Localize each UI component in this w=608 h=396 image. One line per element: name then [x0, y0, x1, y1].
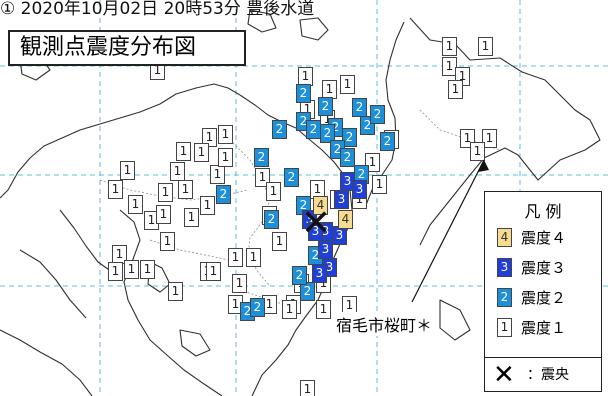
intensity-marker: 1	[156, 205, 171, 224]
intensity-marker: 1	[316, 300, 331, 319]
intensity-marker: 1	[206, 262, 221, 281]
intensity-marker: 1	[158, 183, 173, 202]
intensity-marker: 1	[448, 80, 463, 99]
intensity-marker: 1	[194, 143, 209, 162]
intensity-marker: 1	[282, 300, 297, 319]
intensity-marker: 4	[338, 210, 353, 229]
legend-label: 震度１	[521, 319, 567, 337]
intensity-marker: 3	[318, 240, 333, 259]
intensity-marker: 1	[168, 282, 183, 301]
station-label: 宿毛市桜町＊	[334, 312, 435, 336]
legend-epicenter-icon: ✕	[493, 360, 515, 390]
intensity-marker: 2	[342, 128, 357, 147]
intensity-marker: 1	[442, 37, 457, 56]
intensity-marker: 2	[318, 97, 333, 116]
intensity-marker: 1	[124, 260, 139, 279]
intensity-marker: 1	[202, 128, 217, 147]
legend-label: 震度３	[521, 259, 567, 277]
intensity-marker: 1	[218, 125, 233, 144]
intensity-marker: 1	[482, 129, 497, 148]
intensity-marker: 1	[160, 232, 175, 251]
intensity-marker: 1	[372, 175, 387, 194]
intensity-marker: 2	[306, 120, 321, 139]
intensity-marker: 2	[254, 148, 269, 167]
intensity-marker: 1	[200, 196, 215, 215]
legend-badge: 1	[497, 318, 512, 337]
intensity-marker: 2	[250, 298, 265, 317]
intensity-marker: 1	[442, 57, 457, 76]
intensity-marker: 2	[340, 148, 355, 167]
intensity-marker: 2	[352, 98, 367, 117]
legend-label: 震度２	[521, 289, 567, 307]
intensity-marker: 1	[140, 260, 155, 279]
intensity-marker: 2	[284, 168, 299, 187]
legend-badge: 2	[497, 288, 512, 307]
legend-badge: 4	[497, 228, 512, 247]
intensity-marker: 2	[272, 120, 287, 139]
intensity-marker: 2	[292, 266, 307, 285]
intensity-marker: 1	[170, 162, 185, 181]
intensity-marker: 3	[308, 222, 323, 241]
legend-label: 震度４	[521, 229, 567, 247]
intensity-marker: 1	[246, 248, 261, 267]
intensity-marker: 1	[478, 37, 493, 56]
legend-badge: 3	[497, 258, 512, 277]
intensity-marker: 2	[296, 84, 311, 103]
event-header: ① 2020年10月02日 20時53分 豊後水道	[0, 0, 315, 19]
legend-epicenter-label: ：震央	[527, 367, 569, 383]
intensity-marker: 1	[108, 262, 123, 281]
intensity-marker: 1	[178, 180, 193, 199]
intensity-marker: 1	[470, 142, 485, 161]
intensity-marker: 3	[334, 190, 349, 209]
intensity-marker: 1	[120, 161, 135, 180]
intensity-marker: 2	[264, 210, 279, 229]
epicenter-marker: ✕	[301, 203, 332, 244]
intensity-marker: 1	[298, 67, 313, 86]
legend-title: 凡 例	[524, 202, 562, 221]
legend: 凡 例 4 震度４ 3 震度３ 2 震度２ 1 震度１ ✕ ：震央	[484, 191, 602, 392]
intensity-marker: 4	[313, 196, 328, 215]
intensity-marker: 2	[380, 132, 395, 151]
intensity-marker: 2	[320, 124, 335, 143]
intensity-marker: 1	[272, 232, 287, 251]
intensity-marker: 1	[210, 165, 225, 184]
intensity-marker: 3	[312, 264, 327, 283]
legend-divider	[485, 357, 601, 358]
intensity-marker: 2	[216, 185, 231, 204]
intensity-marker: 2	[370, 105, 385, 124]
intensity-marker: 1	[300, 380, 315, 396]
intensity-marker: 1	[228, 248, 243, 267]
intensity-marker: 1	[128, 195, 143, 214]
intensity-marker: 1	[266, 182, 281, 201]
intensity-marker: 1	[108, 180, 123, 199]
intensity-marker: 1	[184, 208, 199, 227]
intensity-marker: 3	[352, 180, 367, 199]
intensity-marker: 1	[340, 75, 355, 94]
intensity-marker: 1	[218, 148, 233, 167]
intensity-marker: 1	[176, 142, 191, 161]
intensity-marker: 1	[232, 274, 247, 293]
map-title: 観測点震度分布図	[8, 30, 246, 66]
intensity-marker: 2	[300, 282, 315, 301]
